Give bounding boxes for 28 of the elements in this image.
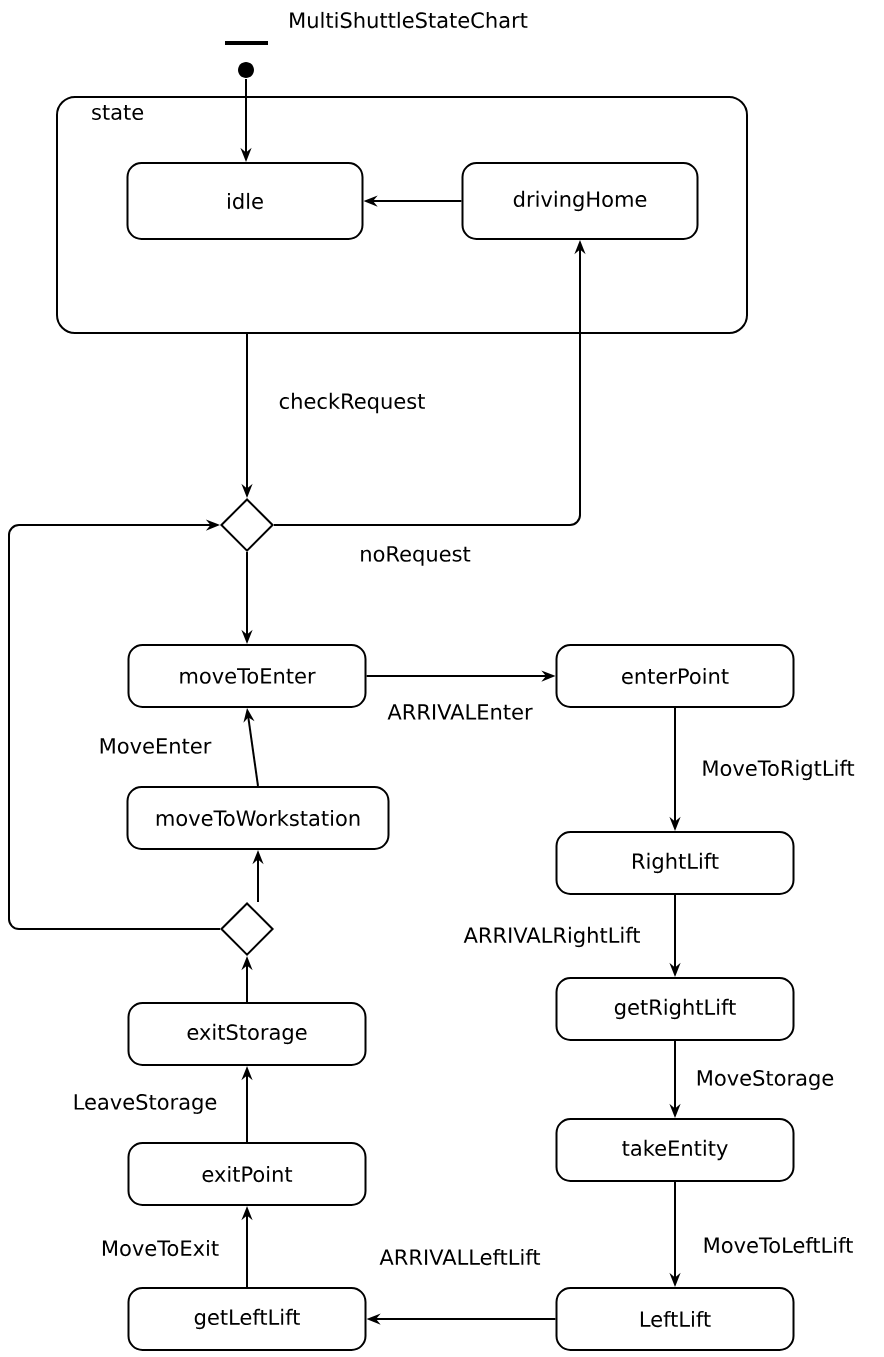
edge-label: MoveToLeftLift [704, 1236, 853, 1254]
edge-label: ARRIVALRightLift [463, 926, 640, 948]
edge-label: LeaveStorage [74, 1094, 217, 1114]
edge-label: MoveToExit [102, 1239, 219, 1257]
state-box: exitStorage [127, 1002, 367, 1066]
choice-diamond [220, 902, 274, 956]
state-box: moveToWorkstation [126, 786, 390, 850]
edge-label: MoveEnter [100, 738, 212, 754]
state-box: exitPoint [127, 1142, 367, 1206]
edge-label: ARRIVALLeftLift [379, 1248, 541, 1266]
initial-dot [238, 62, 254, 78]
choice-diamond [220, 498, 274, 552]
state-box: idle [126, 162, 364, 240]
title: MultiShuttleStateChart [290, 11, 528, 29]
state-box: enterPoint [555, 644, 795, 708]
state-box: moveToEnter [127, 644, 367, 708]
state-box: getRightLift [555, 977, 795, 1041]
edge-label: checkRequest [279, 392, 425, 414]
state-box: takeEntity [555, 1118, 795, 1182]
edge-label: ARRIVALEnter [387, 704, 533, 720]
state-box: RightLift [555, 831, 795, 895]
edge-label: noRequest [361, 546, 471, 566]
edge-label: MoveToRigtLift [703, 759, 855, 781]
state-box: drivingHome [461, 162, 699, 240]
state-box: LeftLift [555, 1287, 795, 1351]
transition-arrow [8, 519, 221, 930]
edge-label: MoveStorage [697, 1070, 834, 1090]
state-box: getLeftLift [127, 1287, 367, 1351]
